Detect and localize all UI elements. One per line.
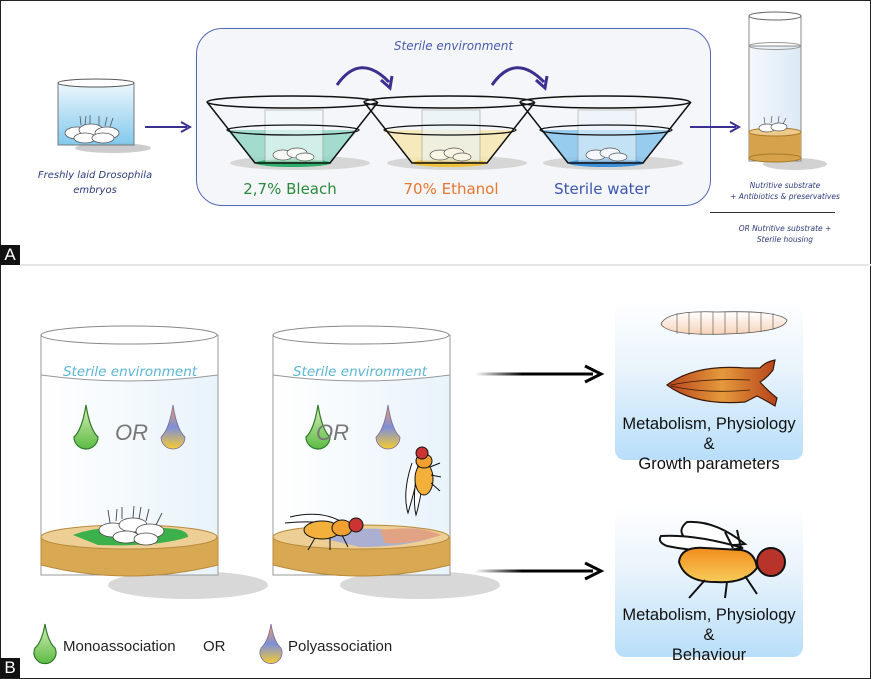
water-bath-icon — [519, 95, 692, 170]
caption-separator — [710, 212, 835, 213]
pupa-icon — [665, 359, 778, 407]
vial-caption-line1: Nutritive substrate — [749, 181, 821, 190]
panel-divider — [20, 264, 871, 266]
sterile-cylinder-flies — [272, 325, 500, 599]
sterile-box-title: Sterile environment — [393, 39, 514, 53]
outcome-growth-line2: Growth parameters — [638, 455, 780, 473]
cylinder-1-or: OR — [115, 420, 148, 445]
culture-vial-icon — [748, 11, 827, 170]
outcome-growth-box: Metabolism, Physiology & Growth paramete… — [615, 300, 803, 473]
larva-icon — [660, 311, 788, 335]
multicolor-droplet-icon — [259, 623, 283, 664]
arrow-right-icon — [145, 121, 193, 133]
ethanol-bath-icon — [363, 95, 536, 170]
vial-alt-line1: OR Nutritive substrate + — [738, 224, 832, 233]
bleach-bath-icon — [206, 95, 379, 170]
bath-label-water: Sterile water — [554, 180, 650, 198]
start-caption-line2: embryos — [73, 185, 117, 196]
outcome-growth-text: Metabolism, Physiology & Growth paramete… — [615, 414, 803, 474]
bath-label-bleach: 2,7% Bleach — [243, 180, 337, 198]
bath-label-ethanol: 70% Ethanol — [403, 180, 499, 198]
outcome-behaviour-text: Metabolism, Physiology & Behaviour — [615, 605, 803, 665]
curved-arrow-icon — [335, 66, 394, 91]
legend-mono-label: Monoassociation — [63, 638, 176, 655]
vial-caption-line2: + Antibiotics & preservatives — [730, 192, 840, 201]
outcome-behaviour-line2: Behaviour — [671, 646, 747, 664]
legend-poly-label: Polyassociation — [288, 638, 393, 655]
green-droplet-icon — [33, 623, 57, 665]
arrow-right-icon — [690, 121, 742, 133]
outcome-behaviour-line1: Metabolism, Physiology & — [622, 606, 796, 644]
sterile-cylinder-embryos — [40, 325, 268, 599]
arrow-right-icon — [475, 561, 605, 581]
cylinder-2-or: OR — [316, 420, 349, 445]
curved-arrow-icon — [490, 66, 549, 91]
adult-fly-icon — [658, 520, 786, 599]
start-caption: Freshly laid Drosophila embryos — [20, 168, 170, 198]
outcome-growth-line1: Metabolism, Physiology & — [622, 415, 796, 453]
cylinder-1-title: Sterile environment — [62, 364, 198, 380]
start-caption-line1: Freshly laid Drosophila — [37, 170, 153, 181]
vial-alt-caption: OR Nutritive substrate + Sterile housing — [700, 223, 870, 245]
vial-caption: Nutritive substrate + Antibiotics & pres… — [700, 180, 870, 202]
arrow-right-icon — [475, 364, 605, 384]
cylinder-2-title: Sterile environment — [292, 364, 428, 380]
panel-label-a: A — [0, 245, 20, 265]
outcome-behaviour-box: Metabolism, Physiology & Behaviour — [615, 505, 803, 664]
embryo-beaker-icon — [57, 78, 151, 153]
vial-alt-line2: Sterile housing — [756, 235, 814, 244]
legend-or-label: OR — [203, 638, 226, 655]
panel-label-b: B — [0, 658, 20, 678]
